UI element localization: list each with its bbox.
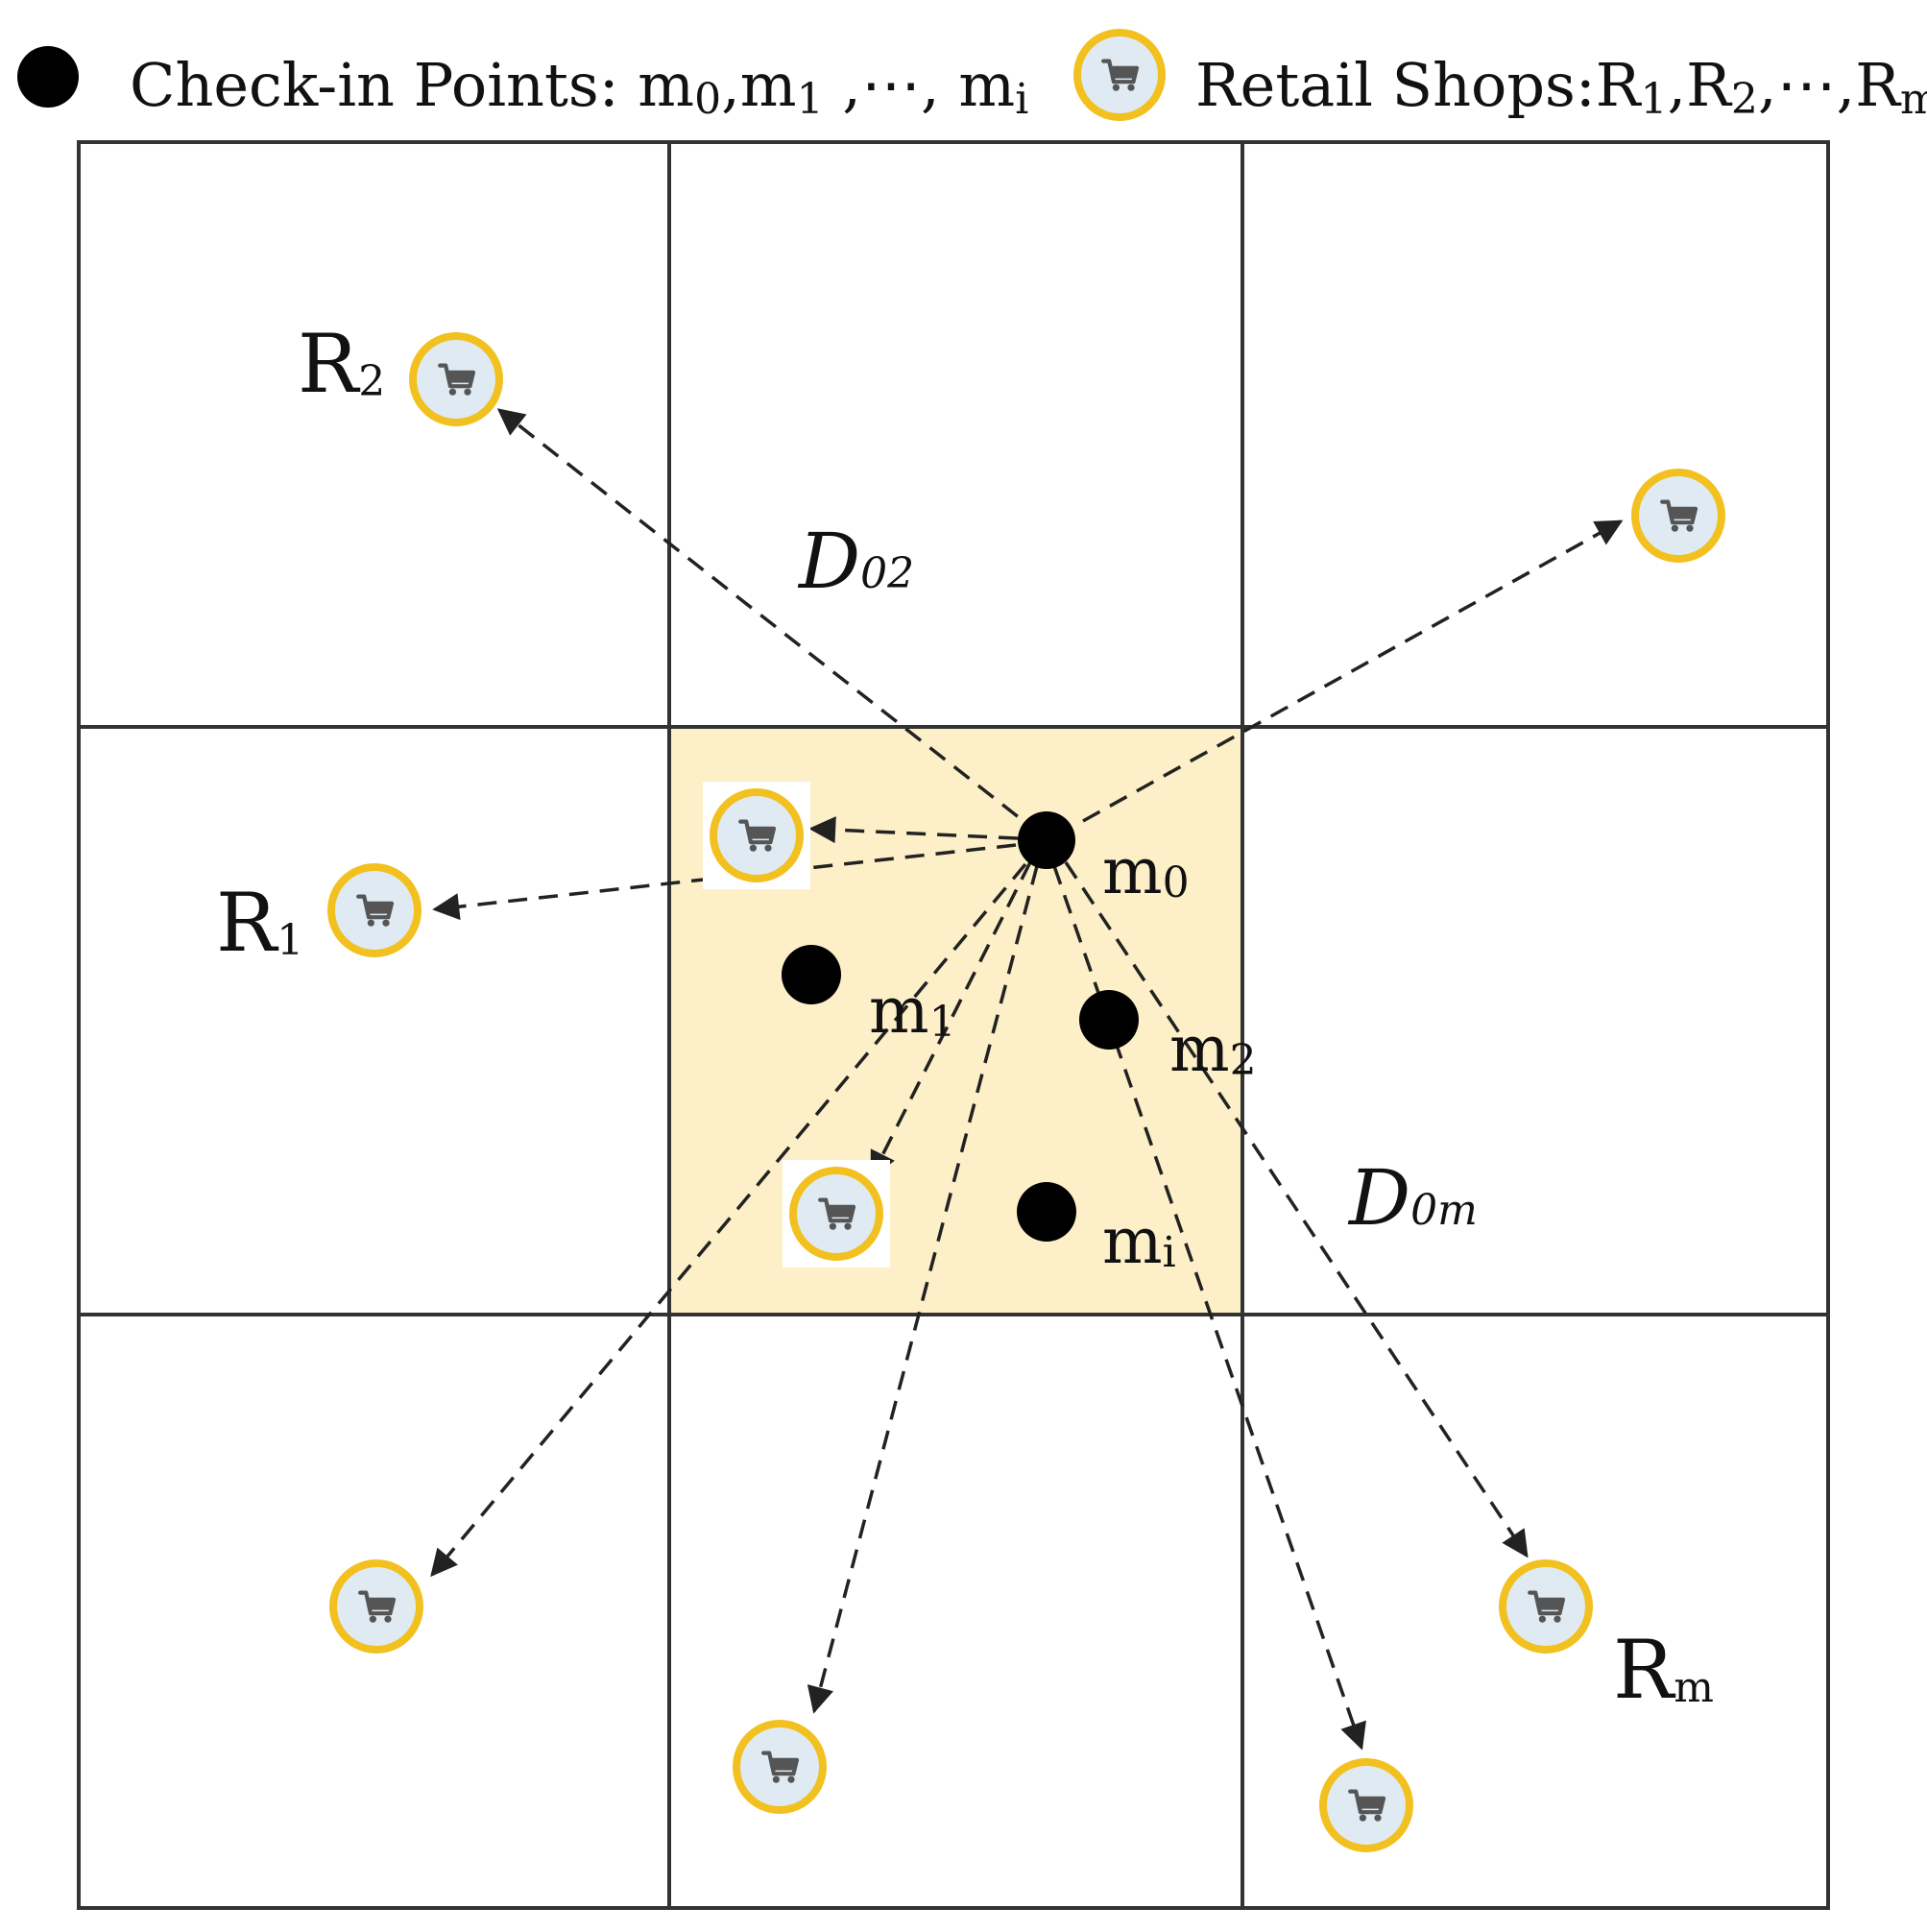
arrow-to-bottom-left-shop <box>430 862 1027 1578</box>
label-m1: m1 <box>869 974 956 1048</box>
labels: R2 R1 Rm m0 m1 m2 mi D02 D0m <box>216 317 1714 1717</box>
legend-shop-icon <box>1073 29 1166 121</box>
legend: Check-in Points: m0,m1 ,⋯, mi Retail Sho… <box>17 29 1927 124</box>
legend-checkin-icon <box>17 46 79 108</box>
label-mi: mi <box>1102 1204 1176 1278</box>
label-r2: R2 <box>298 317 385 411</box>
shop-bottom-mid-icon <box>733 1720 827 1814</box>
checkin-m2-icon <box>1079 990 1139 1050</box>
arrow-to-bottom-mid-shop <box>807 865 1039 1714</box>
legend-shop-text: Retail Shops:R1,R2,⋯,Rm <box>1195 50 1927 124</box>
arrow-to-inner-shop-top <box>808 816 1019 844</box>
legend-checkin-text: Check-in Points: m0,m1 ,⋯, mi <box>130 50 1028 124</box>
label-m0: m0 <box>1102 834 1190 908</box>
shop-icons <box>327 332 1725 1852</box>
checkin-m0-icon <box>1018 811 1075 869</box>
checkin-m1-icon <box>782 945 841 1004</box>
shop-r1-icon <box>327 863 422 957</box>
label-d02: D02 <box>797 517 914 606</box>
checkin-points <box>782 811 1139 1242</box>
arrow-to-r2 <box>496 408 1044 837</box>
arrow-to-inner-shop-bottom <box>870 861 1032 1179</box>
shop-inner-bottom-icon <box>789 1167 883 1261</box>
label-rm: Rm <box>1613 1623 1714 1717</box>
label-d0m: D0m <box>1347 1153 1478 1243</box>
arrow-to-top-right-shop <box>1082 519 1624 823</box>
shop-top-right-icon <box>1631 469 1725 563</box>
label-m2: m2 <box>1169 1012 1257 1086</box>
shop-r2-icon <box>409 332 503 426</box>
grid-outline <box>77 140 1830 1910</box>
arrow-to-rm <box>1064 861 1529 1558</box>
grid <box>77 140 1830 1910</box>
shop-bottom-left-icon <box>329 1559 423 1654</box>
shop-inner-top-icon <box>710 788 804 882</box>
shop-rm-icon <box>1499 1559 1593 1654</box>
shop-bottom-right-mid-icon <box>1319 1758 1413 1852</box>
label-r1: R1 <box>216 876 303 970</box>
checkin-mi-icon <box>1017 1182 1076 1242</box>
